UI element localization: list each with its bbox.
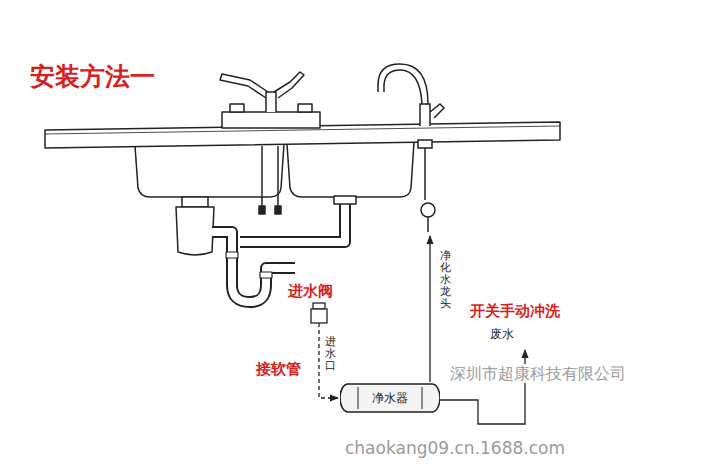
inlet-valve <box>311 303 327 323</box>
title: 安装方法一 <box>30 62 155 92</box>
right-basin <box>287 142 414 197</box>
watermark: chaokang09.cn.1688.com <box>345 438 565 458</box>
water-purifier: 净水器 <box>340 383 440 413</box>
garbage-disposal <box>176 197 214 255</box>
watermark: 深圳市超康科技有限公司 <box>448 364 628 383</box>
valve-label: 进水阀 <box>288 282 333 300</box>
waste-line <box>440 350 525 424</box>
inlet-hose <box>319 323 338 398</box>
flush-label: 开关手动冲洗 <box>470 302 560 320</box>
mixer-faucet <box>220 72 320 214</box>
hose-label: 接软管 <box>256 360 301 378</box>
purifier-label: 净水器 <box>372 390 408 407</box>
inlet-label: 进水口 <box>325 336 336 372</box>
waste-label: 废水 <box>490 327 514 341</box>
faucet-outlet-label: 净化水龙头 <box>440 250 451 310</box>
purified-faucet <box>378 64 444 232</box>
purified-outlet-line <box>429 236 430 382</box>
drain-pipes <box>212 196 356 302</box>
